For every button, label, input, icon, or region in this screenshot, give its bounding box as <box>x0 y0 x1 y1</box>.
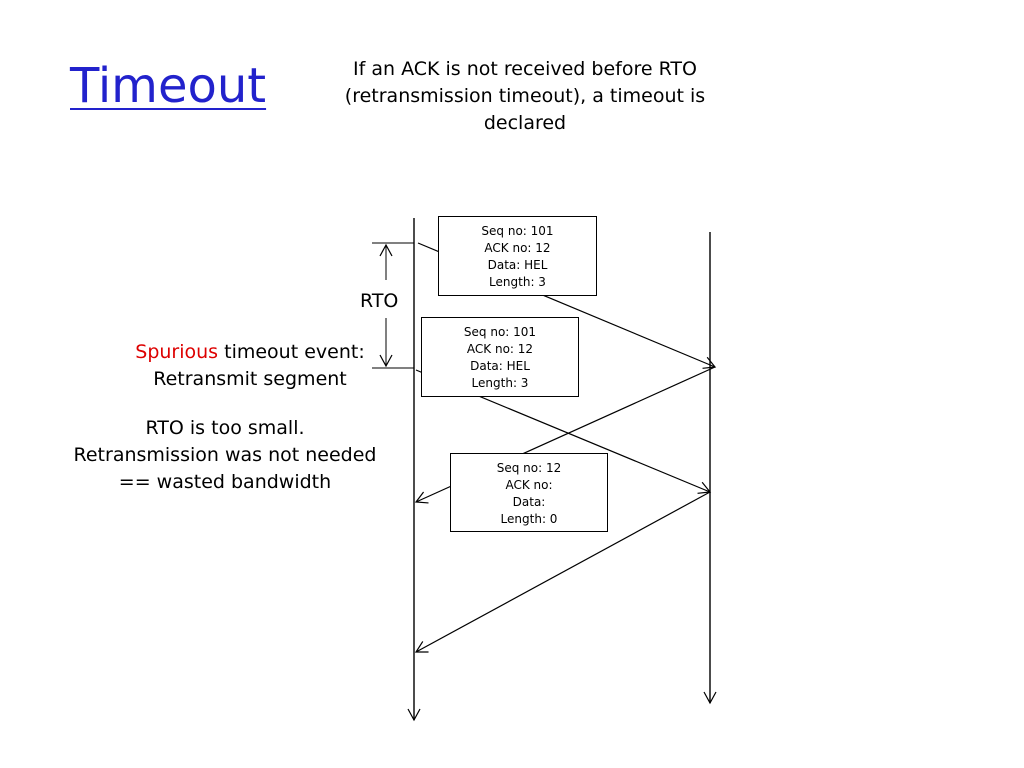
too-small-line-3: == wasted bandwidth <box>118 471 332 493</box>
segment-ack: ACK no: 12 <box>484 241 551 255</box>
segment-ack: ACK no: 12 <box>466 342 534 356</box>
segment-seq: Seq no: 12 <box>496 461 562 475</box>
slide-description: If an ACK is not received before RTO (re… <box>344 58 706 134</box>
segment-seq: Seq no: 101 <box>481 224 554 238</box>
slide-title: Timeout <box>70 58 267 114</box>
segment-ack: ACK no: <box>505 478 553 492</box>
spurious-timeout-note: Spurious timeout event: Retransmit segme… <box>110 339 390 393</box>
segment-box-1: Seq no: 101 ACK no: 12 Data: HEL Length:… <box>438 216 597 296</box>
spurious-word: Spurious <box>135 341 219 363</box>
too-small-line-2: Retransmission was not needed <box>73 444 377 466</box>
rto-label: RTO <box>360 290 399 312</box>
segment-box-3: Seq no: 12 ACK no: Data: Length: 0 <box>450 453 608 532</box>
segment-box-2: Seq no: 101 ACK no: 12 Data: HEL Length:… <box>421 317 579 397</box>
segment-data: Data: <box>512 495 546 509</box>
ack-arrow-2 <box>414 491 711 653</box>
segment-seq: Seq no: 101 <box>463 325 537 339</box>
too-small-line-1: RTO is too small. <box>145 417 305 439</box>
segment-length: Length: 0 <box>500 512 558 526</box>
retransmit-line: Retransmit segment <box>153 368 347 390</box>
spurious-rest: timeout event: <box>218 341 365 363</box>
segment-length: Length: 3 <box>489 275 546 289</box>
rto-too-small-note: RTO is too small. Retransmission was not… <box>50 415 400 496</box>
segment-data: Data: HEL <box>487 258 548 272</box>
segment-data: Data: HEL <box>470 359 530 373</box>
segment-length: Length: 3 <box>471 376 529 390</box>
